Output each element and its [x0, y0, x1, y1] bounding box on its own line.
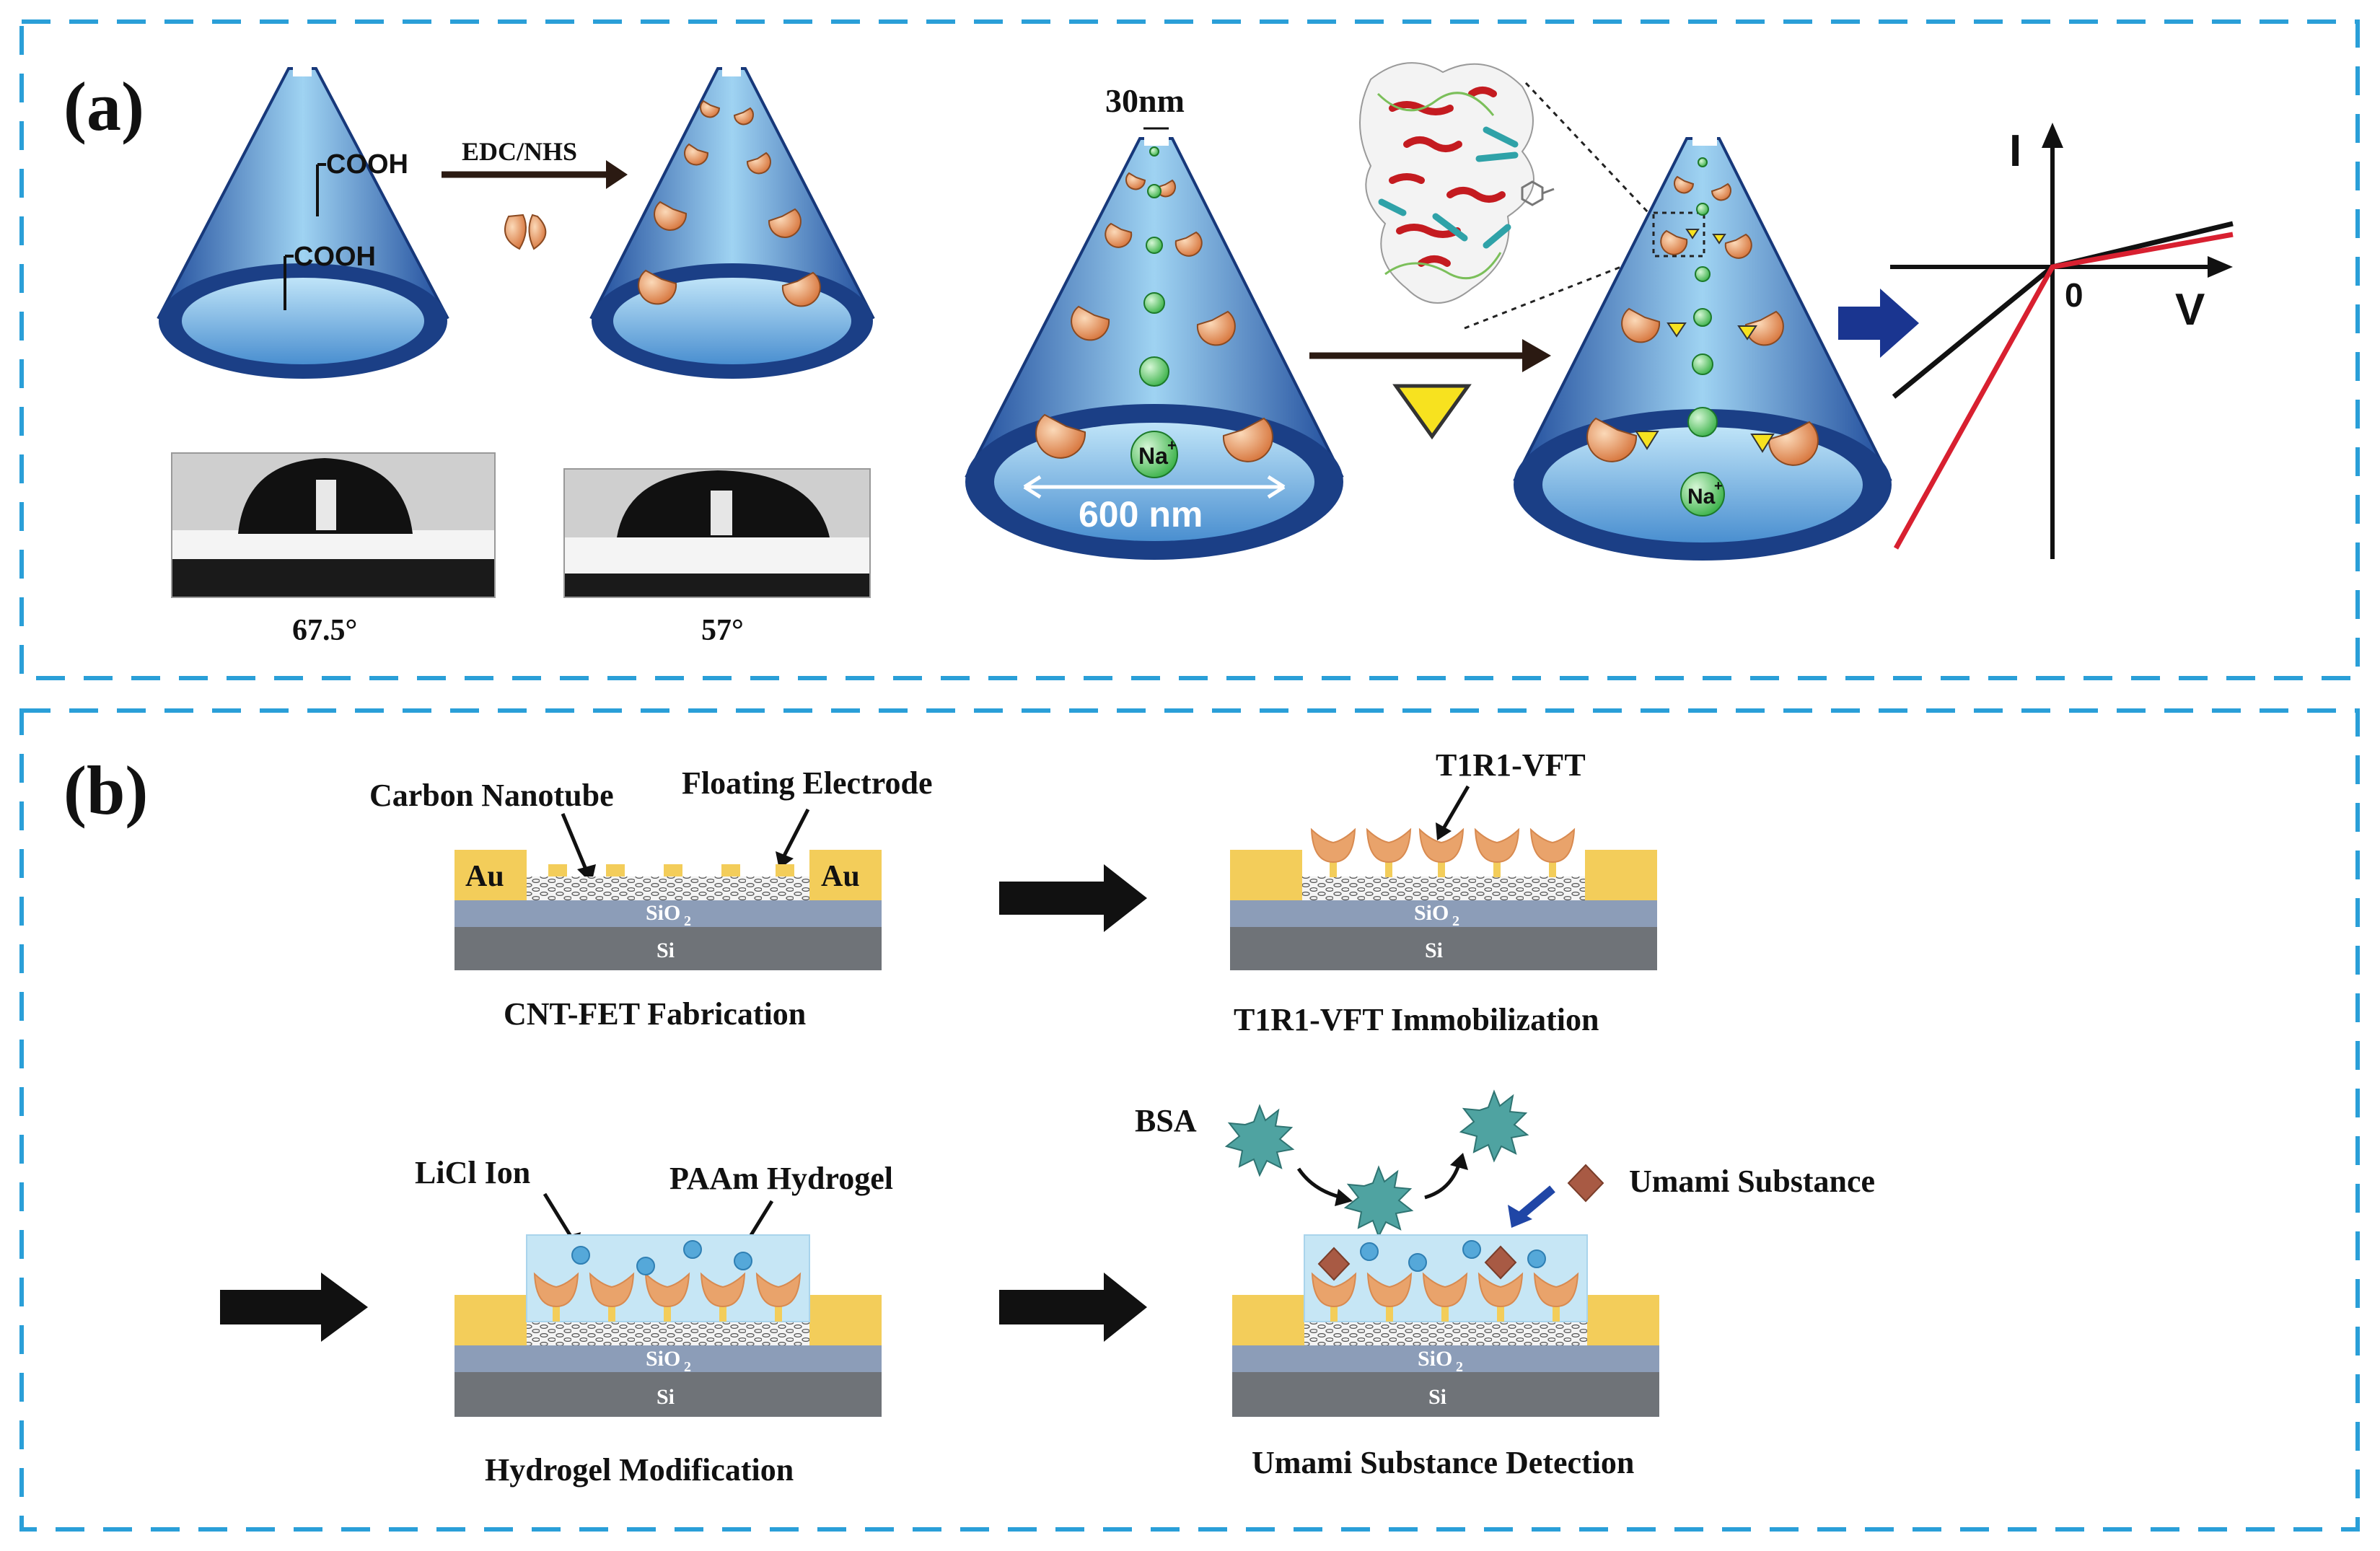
umami-legend-icon: [1567, 1164, 1604, 1203]
cone-functionalized: [589, 66, 875, 379]
licl-pointer-arrow: [543, 1192, 576, 1242]
svg-text:SiO: SiO: [646, 901, 680, 925]
iv-curve-plot: I V 0: [1890, 123, 2234, 559]
step-2-label: T1R1-VFT Immobilization: [1234, 1002, 1599, 1037]
step-4-label: Umami Substance Detection: [1252, 1445, 1634, 1480]
result-arrow: [1838, 289, 1919, 358]
bsa-icon-left: [1224, 1104, 1295, 1177]
cone-2-proteins: [638, 100, 821, 307]
carbon-nanotube-label: Carbon Nanotube: [369, 778, 614, 813]
umami-substance-label: Umami Substance: [1629, 1164, 1875, 1199]
zoom-line-bottom: [1464, 255, 1649, 330]
sio2-label-1: SiO 2: [646, 901, 691, 929]
cone-4-analytes: [1635, 229, 1775, 453]
t1r1-receptors: [1310, 827, 1576, 877]
bsa-icon-center: [1343, 1165, 1414, 1239]
angle-right-label: 57°: [701, 614, 744, 647]
licl-ions: [571, 1240, 752, 1275]
step-arrow-1: [999, 864, 1147, 932]
umami-approach-arrow: [1518, 1185, 1555, 1219]
device-t1r1: [1230, 850, 1657, 970]
electrode-pointer-arrow: [781, 808, 810, 860]
svg-text:Na: Na: [1138, 443, 1168, 469]
axis-v-label: V: [2175, 285, 2205, 335]
svg-text:+: +: [1167, 436, 1177, 454]
cone-3-ions: [1130, 146, 1178, 478]
floating-electrode-label: Floating Electrode: [682, 765, 932, 801]
svg-text:COOH: COOH: [326, 149, 408, 180]
base-size-label: 600 nm: [1079, 494, 1203, 535]
na-ion-label-2: Na +: [1687, 478, 1723, 509]
svg-text:2: 2: [1452, 913, 1459, 929]
step-arrow-3: [999, 1273, 1147, 1342]
base-size-arrow: [1023, 475, 1286, 499]
au-label-right: Au: [821, 860, 860, 893]
cone-3-proteins: [1035, 172, 1273, 462]
licl-label: LiCl Ion: [415, 1155, 530, 1190]
detection-receptors: [1311, 1272, 1579, 1322]
si-label-1: Si: [657, 939, 675, 962]
cone-4-ions: [1680, 157, 1725, 517]
origin-label: 0: [2065, 276, 2083, 314]
svg-text:SiO: SiO: [1418, 1347, 1452, 1371]
hydrogel-receptors: [533, 1272, 802, 1322]
zoom-box: [1652, 211, 1705, 258]
svg-text:SiO: SiO: [646, 1347, 680, 1371]
step-1-label: CNT-FET Fabrication: [504, 996, 806, 1032]
t1r1-label: T1R1-VFT: [1436, 747, 1586, 783]
bsa-leave-arrow: [1424, 1164, 1461, 1200]
si-label-2: Si: [1425, 939, 1443, 962]
svg-text:SiO: SiO: [1414, 901, 1449, 925]
sio2-label-4: SiO 2: [1418, 1347, 1463, 1375]
bsa-icon-right: [1459, 1089, 1529, 1163]
panel-b-frame: [19, 708, 2360, 1532]
si-label-4: Si: [1428, 1385, 1446, 1409]
bound-umami: [1317, 1245, 1517, 1281]
paam-label: PAAm Hydrogel: [669, 1161, 893, 1196]
svg-text:Na: Na: [1687, 485, 1716, 509]
au-label-left: Au: [465, 860, 504, 893]
angle-left-label: 67.5°: [292, 614, 357, 647]
enzyme-icon: [504, 214, 547, 250]
device-cnt-fet: [455, 850, 882, 970]
panel-a-frame: [19, 19, 2360, 680]
analyte-triangle-icon: [1392, 384, 1472, 440]
cone-cooh: [157, 66, 449, 379]
cooh-group-bottom: COOH: [284, 242, 376, 310]
panel-a-label: (a): [63, 68, 144, 145]
svg-text:2: 2: [684, 1359, 691, 1375]
svg-text:2: 2: [684, 913, 691, 929]
sio2-label-2: SiO 2: [1414, 901, 1459, 929]
iv-curve-red: [1893, 232, 2234, 550]
cnt-pointer-arrow: [561, 813, 590, 875]
detection-ions: [1360, 1240, 1546, 1272]
reagent-label: EDC/NHS: [462, 137, 577, 166]
panel-b-label: (b): [63, 752, 148, 829]
cooh-group-top: COOH: [316, 149, 408, 216]
contact-angle-image-left: [171, 452, 496, 598]
t1r1-pointer-arrow: [1441, 785, 1470, 831]
svg-text:+: +: [1714, 478, 1723, 494]
step-arrow-2: [220, 1273, 368, 1342]
sio2-label-3: SiO 2: [646, 1347, 691, 1375]
svg-text:2: 2: [1456, 1359, 1463, 1375]
bsa-approach-arrow: [1296, 1167, 1343, 1200]
bsa-label: BSA: [1135, 1103, 1197, 1138]
si-label-3: Si: [657, 1385, 675, 1409]
axis-i-label: I: [2009, 126, 2021, 176]
contact-angle-image-right: [563, 468, 871, 598]
step-3-label: Hydrogel Modification: [485, 1452, 794, 1488]
tip-size-label: 30nm: [1105, 82, 1185, 119]
protein-structure-image: [1359, 62, 1555, 304]
na-ion-label: Na +: [1138, 436, 1177, 469]
svg-text:COOH: COOH: [294, 242, 376, 272]
